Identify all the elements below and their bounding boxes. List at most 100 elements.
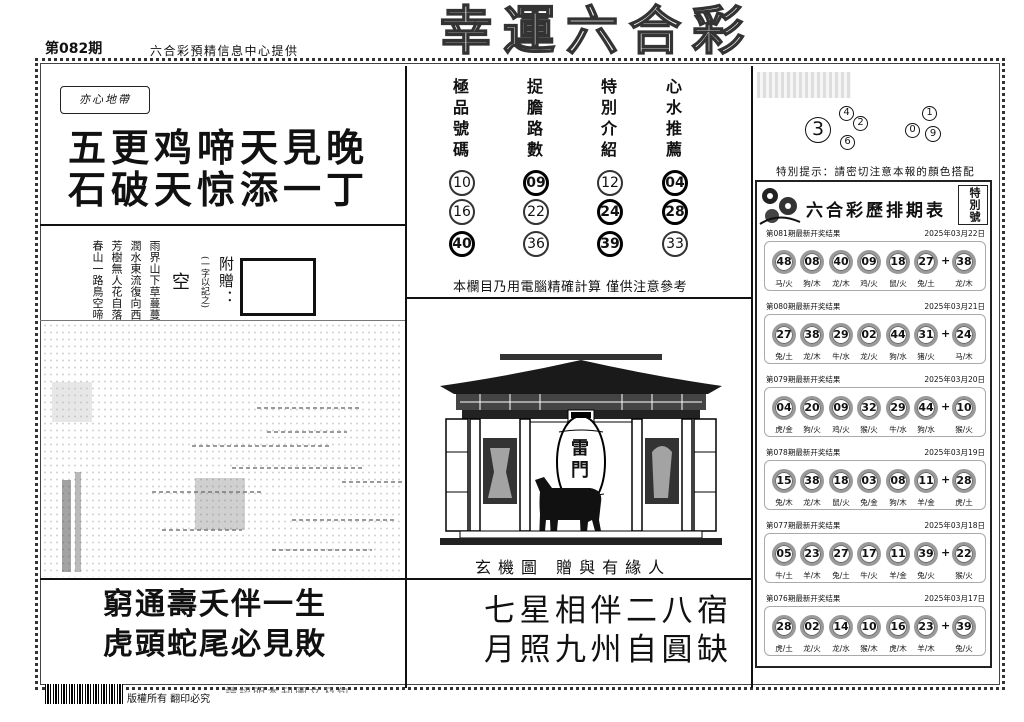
result-ball: 08 [800, 250, 824, 274]
footer-notice: 請認明本刊圖文及包 [225, 686, 352, 693]
poem-column-3: 芳樹無人花自落 [110, 240, 123, 321]
zodiac-element-label: 兔/木 [775, 498, 793, 507]
zodiac-element-label: 兔/土 [832, 571, 850, 580]
result-ball: 14 [829, 615, 853, 639]
middle-verse-line-2: 月照九州自圓缺 [484, 632, 733, 668]
riddle-hint: (一字以記之) [199, 256, 209, 309]
draw-numbers-box [764, 606, 986, 656]
results-table-frame [755, 180, 992, 668]
draw-issue-title: 第078期最新开奖结果 [766, 448, 841, 457]
zodiac-element-label: 猴/火 [860, 425, 878, 434]
zodiac-element-label: 龙/水 [832, 644, 850, 653]
zodiac-element-label: 羊/金 [889, 571, 907, 580]
zodiac-element-label: 牛/水 [832, 352, 850, 361]
scan-smudge [62, 480, 71, 572]
gift-box [240, 258, 316, 316]
zodiac-element-label: 兔/火 [955, 644, 973, 653]
result-ball: 32 [857, 396, 881, 420]
result-ball: 09 [829, 396, 853, 420]
color-hint-main-number: 3 [805, 117, 831, 143]
result-ball: 03 [857, 469, 881, 493]
color-hint-number: 9 [925, 126, 941, 142]
result-ball: 27 [914, 250, 938, 274]
result-ball: 10 [857, 615, 881, 639]
number-circle: 09 [523, 170, 549, 196]
decorative-border [35, 58, 1005, 690]
zodiac-element-label: 兔/土 [917, 279, 935, 288]
section-divider [40, 578, 405, 580]
zodiac-element-label: 龙/木 [803, 352, 821, 361]
gate-pillar [519, 418, 531, 532]
wall-lines [446, 451, 716, 493]
issue-number: 第082期 [45, 41, 103, 57]
number-circle: 40 [449, 231, 475, 257]
result-ball: 16 [886, 615, 910, 639]
zodiac-element-label: 猴/火 [955, 425, 973, 434]
draw-issue-title: 第076期最新开奖结果 [766, 594, 841, 603]
barcode [45, 684, 123, 704]
plus-sign: + [941, 546, 951, 559]
result-ball: 48 [772, 250, 796, 274]
number-circle: 24 [597, 199, 623, 225]
result-ball: 11 [886, 542, 910, 566]
scan-smudge [52, 382, 92, 422]
draw-numbers-box [764, 533, 986, 583]
result-ball: 28 [772, 615, 796, 639]
number-circle: 28 [662, 199, 688, 225]
gate-step [459, 530, 703, 539]
zodiac-element-label: 牛/水 [889, 425, 907, 434]
zodiac-element-label: 猴/木 [860, 644, 878, 653]
zodiac-element-label: 虎/土 [775, 644, 793, 653]
color-hint-number: 1 [922, 106, 937, 121]
plus-sign: + [941, 400, 951, 413]
page-title: 幸運六合彩 [439, 1, 756, 63]
special-result-ball: 28 [952, 469, 976, 493]
lantern-cap [571, 412, 591, 418]
draw-date: 2025年03月21日 [924, 302, 985, 311]
draw-issue-title: 第079期最新开奖结果 [766, 375, 841, 384]
draw-date: 2025年03月19日 [924, 448, 985, 457]
zodiac-element-label: 鸡/火 [832, 425, 850, 434]
result-ball: 17 [857, 542, 881, 566]
plus-sign: + [941, 619, 951, 632]
lantern-text: 雷門 [568, 438, 589, 482]
section-divider [405, 578, 751, 580]
zodiac-element-label: 鼠/火 [832, 498, 850, 507]
left-wall [445, 418, 469, 532]
right-wall [693, 418, 717, 532]
result-ball: 38 [800, 323, 824, 347]
special-result-ball: 39 [952, 615, 976, 639]
draw-numbers-box [764, 241, 986, 291]
plus-sign: + [941, 254, 951, 267]
result-ball: 05 [772, 542, 796, 566]
special-tip: 特別提示：請密切注意本報的顏色搭配 [776, 166, 975, 178]
faint-header-graphic [757, 72, 851, 98]
special-result-ball: 22 [952, 542, 976, 566]
zodiac-element-label: 羊/木 [803, 571, 821, 580]
gate-roof [440, 360, 722, 394]
column-title: 捉膽路數 [524, 78, 543, 162]
zodiac-element-label: 马/火 [775, 279, 793, 288]
special-result-ball: 38 [952, 250, 976, 274]
provider-line: 六合彩預精信息中心提供 [150, 44, 299, 58]
number-circle: 33 [662, 231, 688, 257]
section-divider [40, 320, 405, 321]
draw-date: 2025年03月20日 [924, 375, 985, 384]
verse-line-2: 石破天惊添一丁 [68, 167, 370, 212]
poem-column-1: 雨界山下草蔓蔓 [148, 240, 161, 321]
number-circle: 04 [662, 170, 688, 196]
zodiac-element-label: 狗/水 [889, 352, 907, 361]
draw-numbers-box [764, 314, 986, 364]
zodiac-element-label: 兔/金 [860, 498, 878, 507]
bottom-verse-line-2: 虎頭蛇尾必見敗 [103, 627, 327, 662]
result-ball: 20 [800, 396, 824, 420]
right-guardian-figure [652, 446, 672, 498]
flower-decoration-icon [759, 188, 801, 225]
section-divider [405, 297, 751, 299]
result-ball: 44 [886, 323, 910, 347]
column-title: 心水推薦 [663, 78, 682, 162]
number-circle: 36 [523, 231, 549, 257]
column-divider-right [751, 66, 753, 688]
gift-label: 附贈： [217, 256, 235, 307]
zodiac-element-label: 兔/火 [917, 571, 935, 580]
